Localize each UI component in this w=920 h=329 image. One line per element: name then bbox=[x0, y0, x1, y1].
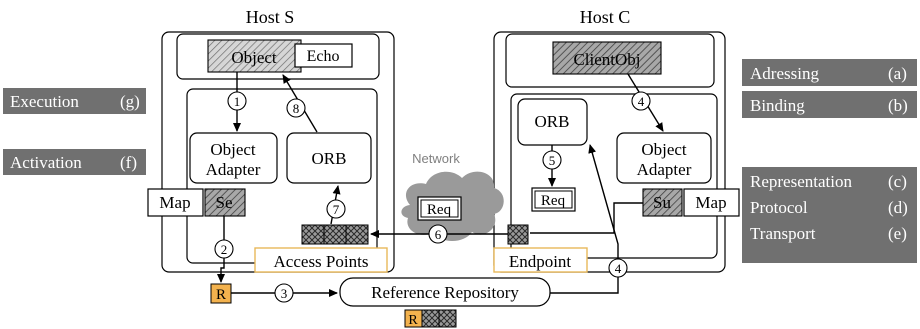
step-4-client: 4 bbox=[631, 91, 651, 111]
client-map-box bbox=[683, 188, 740, 217]
svg-text:Transport: Transport bbox=[750, 224, 816, 243]
svg-text:2: 2 bbox=[221, 242, 228, 257]
svg-text:(e): (e) bbox=[888, 224, 907, 243]
echo-label: Echo bbox=[307, 48, 340, 65]
ref-r-label: R bbox=[216, 287, 226, 303]
svg-text:(c): (c) bbox=[888, 172, 907, 191]
svg-text:Binding: Binding bbox=[750, 96, 805, 115]
server-map-box bbox=[147, 188, 204, 217]
svg-text:1: 1 bbox=[234, 94, 241, 109]
client-object-adapter-line1: Object bbox=[641, 140, 687, 159]
svg-text:7: 7 bbox=[333, 202, 340, 217]
svg-text:5: 5 bbox=[549, 153, 556, 168]
client-req-inner bbox=[534, 190, 573, 209]
step-2: 2 bbox=[214, 239, 234, 259]
label-group-transport-stack: Representation (c) Protocol (d) Transpor… bbox=[742, 167, 917, 263]
reference-repository-label: Reference Repository bbox=[371, 283, 519, 302]
svg-text:4: 4 bbox=[615, 261, 622, 276]
server-orb-box bbox=[286, 132, 372, 184]
client-obj-box bbox=[552, 41, 662, 75]
access-points-label: Access Points bbox=[274, 252, 369, 271]
step-5: 5 bbox=[542, 150, 562, 170]
svg-text:(b): (b) bbox=[888, 96, 908, 115]
step-6: 6 bbox=[428, 224, 448, 244]
client-object-adapter-line2: Adapter bbox=[637, 160, 692, 179]
stored-ref-r-label: R bbox=[408, 313, 418, 328]
label-execution: Execution (g) bbox=[3, 88, 146, 114]
client-orb-label: ORB bbox=[535, 112, 570, 131]
svg-text:(g): (g) bbox=[120, 92, 140, 111]
svg-text:Protocol: Protocol bbox=[750, 198, 808, 217]
svg-text:Adressing: Adressing bbox=[750, 64, 819, 83]
host-s-title: Host S bbox=[246, 7, 295, 27]
svg-text:Representation: Representation bbox=[750, 172, 852, 191]
client-map-label: Map bbox=[695, 193, 726, 212]
object-label: Object bbox=[231, 48, 277, 67]
network-label: Network bbox=[412, 151, 460, 166]
network-req-box bbox=[417, 196, 462, 221]
server-map-label: Map bbox=[159, 193, 190, 212]
step-8: 8 bbox=[286, 98, 306, 118]
svg-text:Activation: Activation bbox=[10, 153, 82, 172]
client-req-box bbox=[531, 187, 576, 212]
client-req-label: Req bbox=[541, 193, 566, 209]
endpoint-label-box bbox=[493, 247, 588, 273]
svg-text:3: 3 bbox=[281, 286, 288, 301]
svg-text:(d): (d) bbox=[888, 198, 908, 217]
endpoint-label: Endpoint bbox=[509, 252, 572, 271]
step-7: 7 bbox=[326, 199, 346, 219]
stored-ref-cell-1 bbox=[421, 309, 440, 328]
stored-ref-cell-2 bbox=[438, 309, 457, 328]
svg-text:(f): (f) bbox=[120, 153, 137, 172]
network-req-inner bbox=[420, 199, 459, 218]
svg-text:Execution: Execution bbox=[10, 92, 79, 111]
step-4-repository: 4 bbox=[608, 258, 628, 278]
access-point-cells bbox=[301, 224, 369, 245]
svg-text:8: 8 bbox=[293, 101, 300, 116]
step-3: 3 bbox=[274, 283, 294, 303]
svg-text:4: 4 bbox=[638, 94, 645, 109]
access-points-label-box bbox=[254, 247, 388, 273]
label-binding: Binding (b) bbox=[742, 91, 917, 118]
svg-text:6: 6 bbox=[435, 227, 442, 242]
endpoint-cell bbox=[507, 224, 529, 245]
reference-repository-box bbox=[339, 277, 551, 307]
echo-box bbox=[294, 43, 353, 68]
skeleton-label: Se bbox=[216, 193, 233, 212]
server-object-adapter-line1: Object bbox=[210, 140, 256, 159]
host-c-title: Host C bbox=[580, 7, 631, 27]
client-object-adapter-box bbox=[616, 132, 712, 184]
label-activation: Activation (f) bbox=[3, 149, 146, 175]
client-obj-label: ClientObj bbox=[573, 50, 640, 69]
network-req-label: Req bbox=[427, 202, 452, 218]
step-1: 1 bbox=[227, 91, 247, 111]
label-adressing: Adressing (a) bbox=[742, 59, 917, 86]
server-object-adapter-box bbox=[189, 132, 278, 184]
stub-label: Su bbox=[653, 193, 671, 212]
svg-text:(a): (a) bbox=[888, 64, 907, 83]
skeleton-box bbox=[204, 188, 246, 217]
server-orb-label: ORB bbox=[312, 149, 347, 168]
server-object-adapter-line2: Adapter bbox=[206, 160, 261, 179]
